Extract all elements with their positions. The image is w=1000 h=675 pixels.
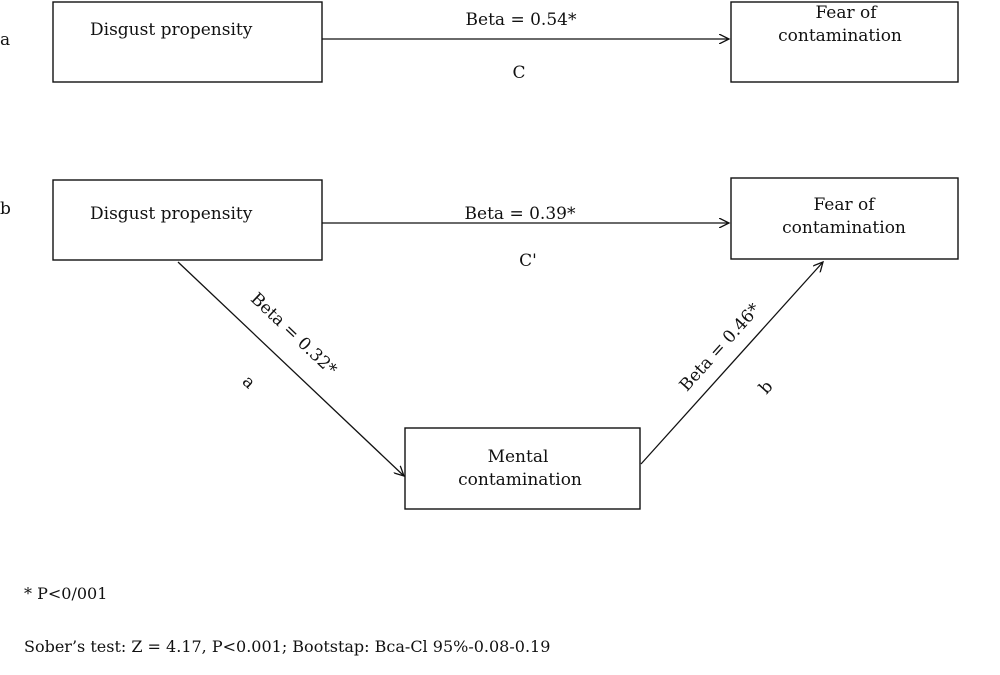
panel-a-path-beta: Beta = 0.54* [466,10,577,30]
panel-b-path-a-beta: Beta = 0.32* [246,289,341,380]
panel-b-path-b-arrow [640,262,823,465]
panel-b-source-box: Disgust propensity [52,179,323,261]
panel-a-label: a [0,30,10,50]
panel-a-target-text-1: Fear of [815,3,878,23]
panel-b-path-b-beta: Beta = 0.46* [676,299,765,395]
panel-b-mediator-text-1: Mental [488,447,549,467]
panel-b-target-text-1: Fear of [813,195,876,215]
panel-a-source-box: Disgust propensity [52,1,323,83]
panel-b-target-text-2: contamination [782,218,906,238]
panel-b-source-text: Disgust propensity [90,204,253,224]
panel-b-target-box: Fear of contamination [730,177,959,260]
panel-b-direct-label: C' [519,251,537,271]
panel-b-label: b [0,199,11,219]
panel-a-target-box: Fear of contamination [730,1,959,83]
panel-b-path-a-arrow [177,261,404,476]
panel-a-target-text-2: contamination [778,26,902,46]
panel-a-path-label: C [512,63,525,83]
panel-b-direct-beta: Beta = 0.39* [465,204,576,224]
significance-footnote: * P<0/001 [24,584,108,603]
panel-b-mediator-box: Mental contamination [404,427,641,510]
panel-b-path-a-label: a [238,372,259,393]
panel-b-mediator-text-2: contamination [458,470,582,490]
test-footnote: Sober’s test: Z = 4.17, P<0.001; Bootsta… [24,637,551,656]
panel-b-path-b-label: b [755,377,777,399]
panel-a-source-text: Disgust propensity [90,20,253,40]
